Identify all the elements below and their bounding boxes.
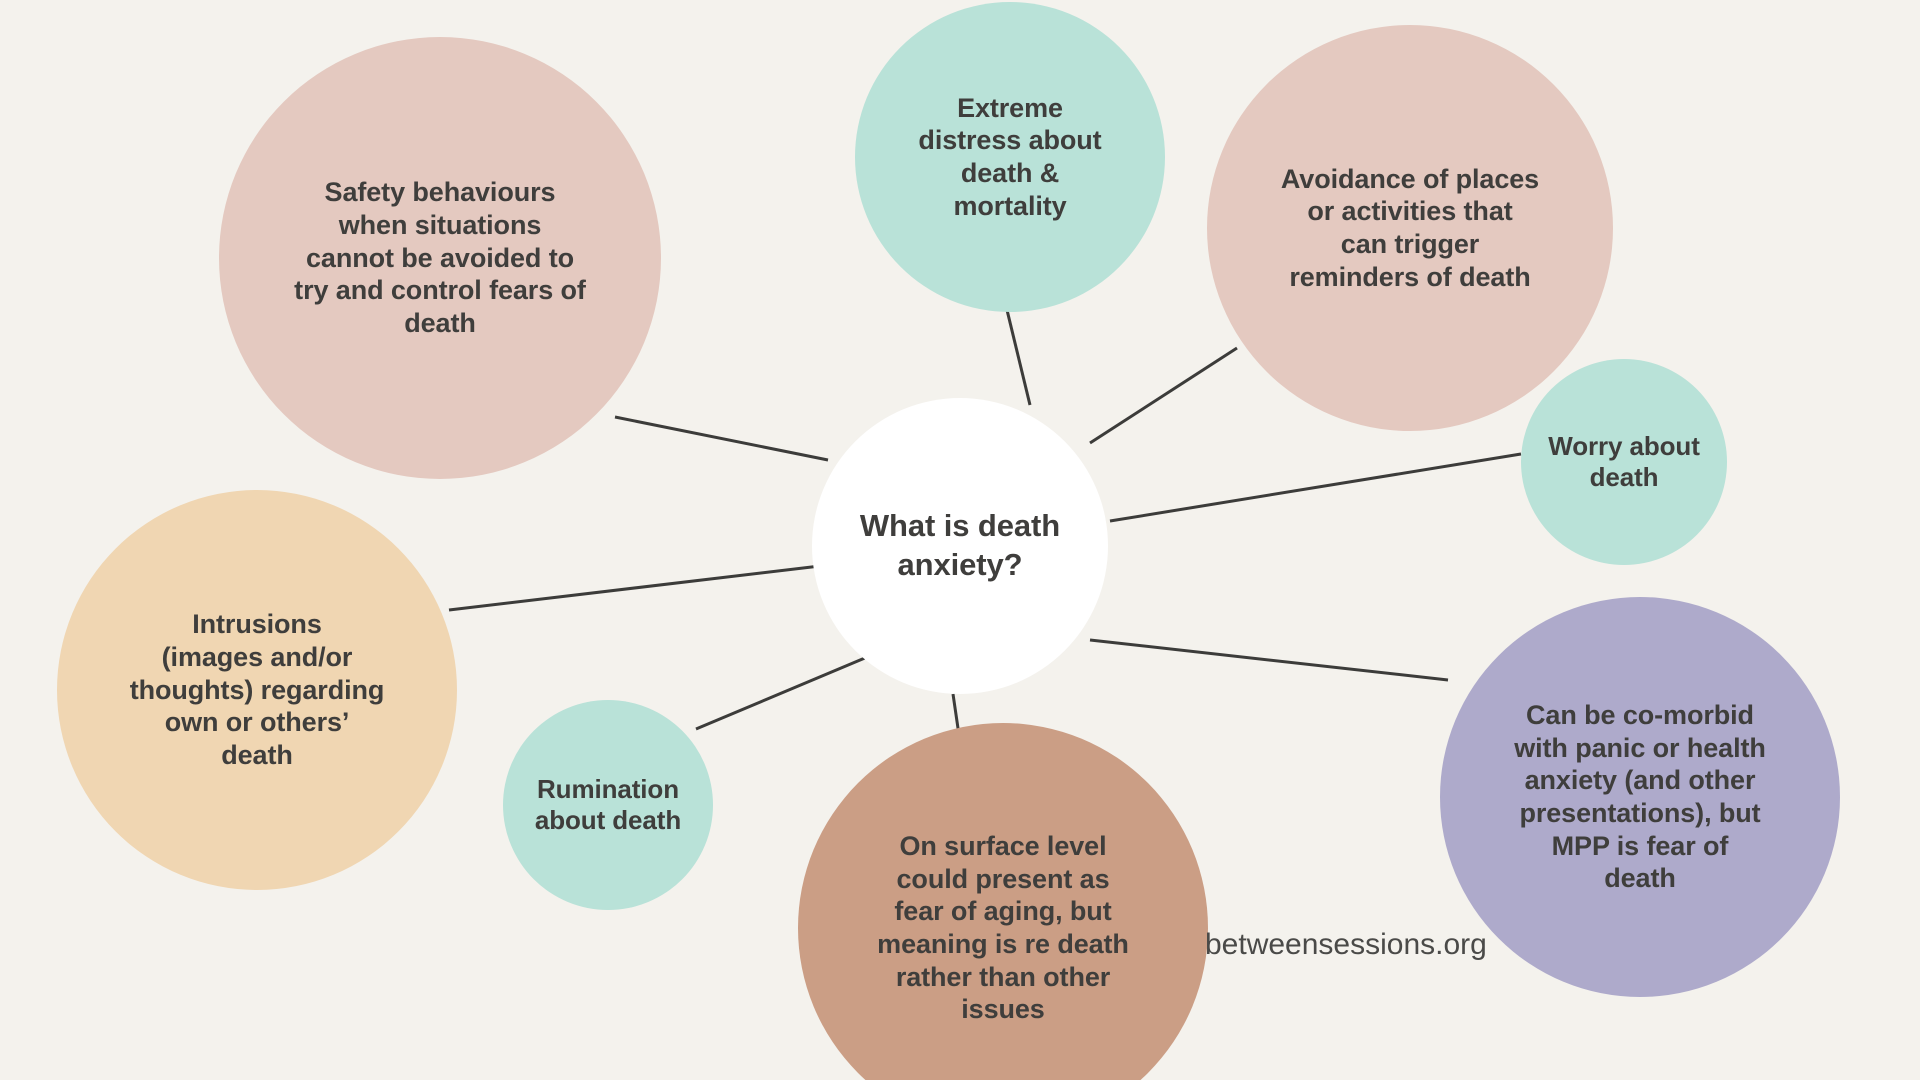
node-worry-about-death[interactable]: Worry about death: [1521, 359, 1727, 565]
node-intrusions[interactable]: Intrusions (images and/or thoughts) rega…: [57, 490, 457, 890]
node-fear-of-aging[interactable]: On surface level could present as fear o…: [798, 723, 1208, 1080]
node-extreme-distress[interactable]: Extreme distress about death & mortality: [855, 2, 1165, 312]
node-rumination[interactable]: Rumination about death: [503, 700, 713, 910]
node-fear-of-aging-label: On surface level could present as fear o…: [877, 831, 1129, 1025]
node-safety-behaviours[interactable]: Safety behaviours when situations cannot…: [219, 37, 661, 479]
edge-extreme-distress: [1005, 309, 1032, 406]
node-extreme-distress-label: Extreme distress about death & mortality: [918, 92, 1102, 221]
node-rumination-label: Rumination about death: [534, 773, 682, 835]
node-avoidance-label: Avoidance of places or activities that c…: [1280, 163, 1540, 292]
node-co-morbid-label: Can be co-morbid with panic or health an…: [1514, 700, 1766, 894]
edge-co-morbid: [1089, 638, 1449, 682]
node-avoidance[interactable]: Avoidance of places or activities that c…: [1207, 25, 1613, 431]
node-intrusions-label: Intrusions (images and/or thoughts) rega…: [129, 609, 385, 770]
node-worry-about-death-label: Worry about death: [1548, 430, 1700, 492]
watermark: betweensessions.org: [1205, 928, 1487, 961]
edge-rumination: [695, 653, 873, 731]
node-co-morbid[interactable]: Can be co-morbid with panic or health an…: [1440, 597, 1840, 997]
edge-intrusions: [448, 564, 821, 612]
node-center-label: What is death anxiety?: [859, 508, 1061, 582]
edge-safety-behaviours: [614, 415, 829, 462]
edge-avoidance: [1089, 346, 1238, 445]
edge-worry-about-death: [1109, 452, 1522, 523]
node-safety-behaviours-label: Safety behaviours when situations cannot…: [294, 177, 586, 338]
node-center[interactable]: What is death anxiety?: [812, 398, 1108, 694]
